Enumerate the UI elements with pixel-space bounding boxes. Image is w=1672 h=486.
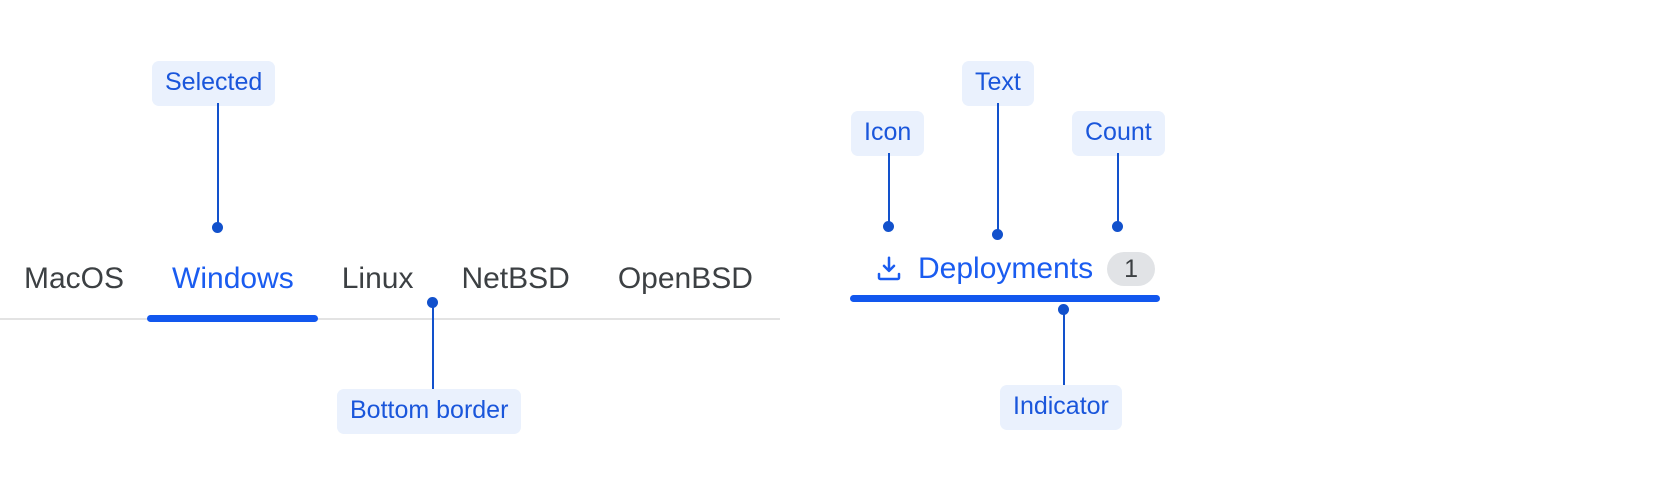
tab-netbsd[interactable]: NetBSD [437, 248, 593, 294]
tab-macos[interactable]: MacOS [0, 248, 148, 294]
deployments-tab-indicator [850, 295, 1160, 302]
annotation-label-bottom-border: Bottom border [337, 389, 522, 434]
tab-windows[interactable]: Windows [148, 248, 318, 294]
tab-linux[interactable]: Linux [318, 248, 438, 294]
annotation-dot-icon [883, 221, 894, 232]
deployments-tab-label: Deployments [918, 252, 1094, 285]
deployments-count-badge: 1 [1107, 252, 1156, 286]
deployments-tab[interactable]: Deployments 1 [850, 248, 1162, 304]
tab-openbsd[interactable]: OpenBSD [594, 248, 777, 294]
annotation-leader-selected [217, 103, 219, 227]
annotation-label-icon: Icon [851, 111, 925, 156]
annotation-leader-icon [888, 153, 890, 225]
tab-strip-bottom-border [0, 318, 780, 320]
annotation-leader-count [1117, 153, 1119, 225]
tab-strip: MacOS Windows Linux NetBSD OpenBSD [0, 248, 780, 322]
annotation-leader-text [997, 103, 999, 233]
annotation-leader-bottom-border [432, 303, 434, 389]
deployments-tab-content: Deployments 1 [874, 252, 1156, 286]
annotation-label-text: Text [962, 61, 1034, 106]
annotation-label-selected: Selected [152, 61, 276, 106]
annotation-label-indicator: Indicator [1000, 385, 1122, 430]
download-icon [877, 256, 901, 281]
annotation-dot-text [992, 229, 1003, 240]
tab-list: MacOS Windows Linux NetBSD OpenBSD [0, 248, 777, 294]
annotation-dot-bottom-border [427, 297, 438, 308]
annotation-dot-count [1112, 221, 1123, 232]
annotation-label-count: Count [1072, 111, 1165, 156]
annotation-dot-indicator [1058, 304, 1069, 315]
annotation-dot-selected [212, 222, 223, 233]
selected-tab-underline [147, 315, 318, 322]
annotation-leader-indicator [1063, 310, 1065, 385]
